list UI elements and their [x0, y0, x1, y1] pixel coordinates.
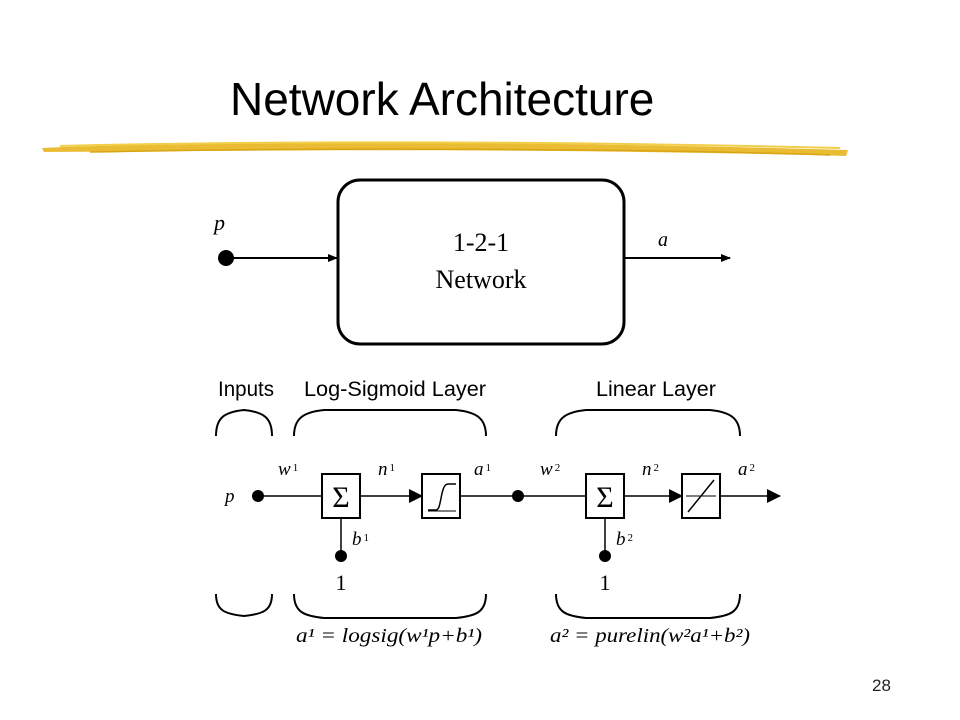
- header-layer1: Log-Sigmoid Layer: [304, 378, 486, 401]
- bias-1-input: 1: [336, 570, 347, 595]
- slide-title: Network Architecture: [230, 73, 655, 125]
- block-diagram: p a 1-2-1 Network: [212, 178, 731, 346]
- header-layer2: Linear Layer: [596, 378, 716, 401]
- bias-1-node: [335, 550, 347, 562]
- box-line-2: Network: [436, 265, 527, 294]
- brace-layer2-bottom: [555, 593, 741, 619]
- box-line-1: 1-2-1: [453, 228, 509, 257]
- sigma-2: Σ: [596, 481, 613, 514]
- input-p-label: p: [223, 486, 235, 507]
- brace-layer1-bottom: [293, 593, 487, 619]
- page-number: 28: [872, 676, 891, 695]
- equation-layer1: a¹ = logsig(w¹p+b¹): [296, 625, 482, 647]
- bias-2-input: 1: [600, 570, 611, 595]
- brace-inputs-bottom: [215, 593, 273, 618]
- output-label: a: [658, 229, 668, 251]
- header-inputs: Inputs: [218, 378, 274, 401]
- brace-inputs-top: [215, 408, 273, 437]
- brace-layer1-top: [293, 409, 487, 437]
- network-box: [336, 178, 626, 346]
- input-label: p: [212, 210, 225, 235]
- brace-layer2-top: [555, 409, 741, 437]
- signal-path: Σ Σ: [252, 473, 781, 562]
- title-underline: [42, 141, 848, 156]
- bias-2-node: [599, 550, 611, 562]
- equation-layer2: a² = purelin(w²a¹+b²): [550, 625, 750, 647]
- bottom-braces: [215, 593, 741, 619]
- top-braces: [215, 408, 741, 437]
- sigma-1: Σ: [332, 481, 349, 514]
- logsig-curve-icon: [428, 483, 456, 511]
